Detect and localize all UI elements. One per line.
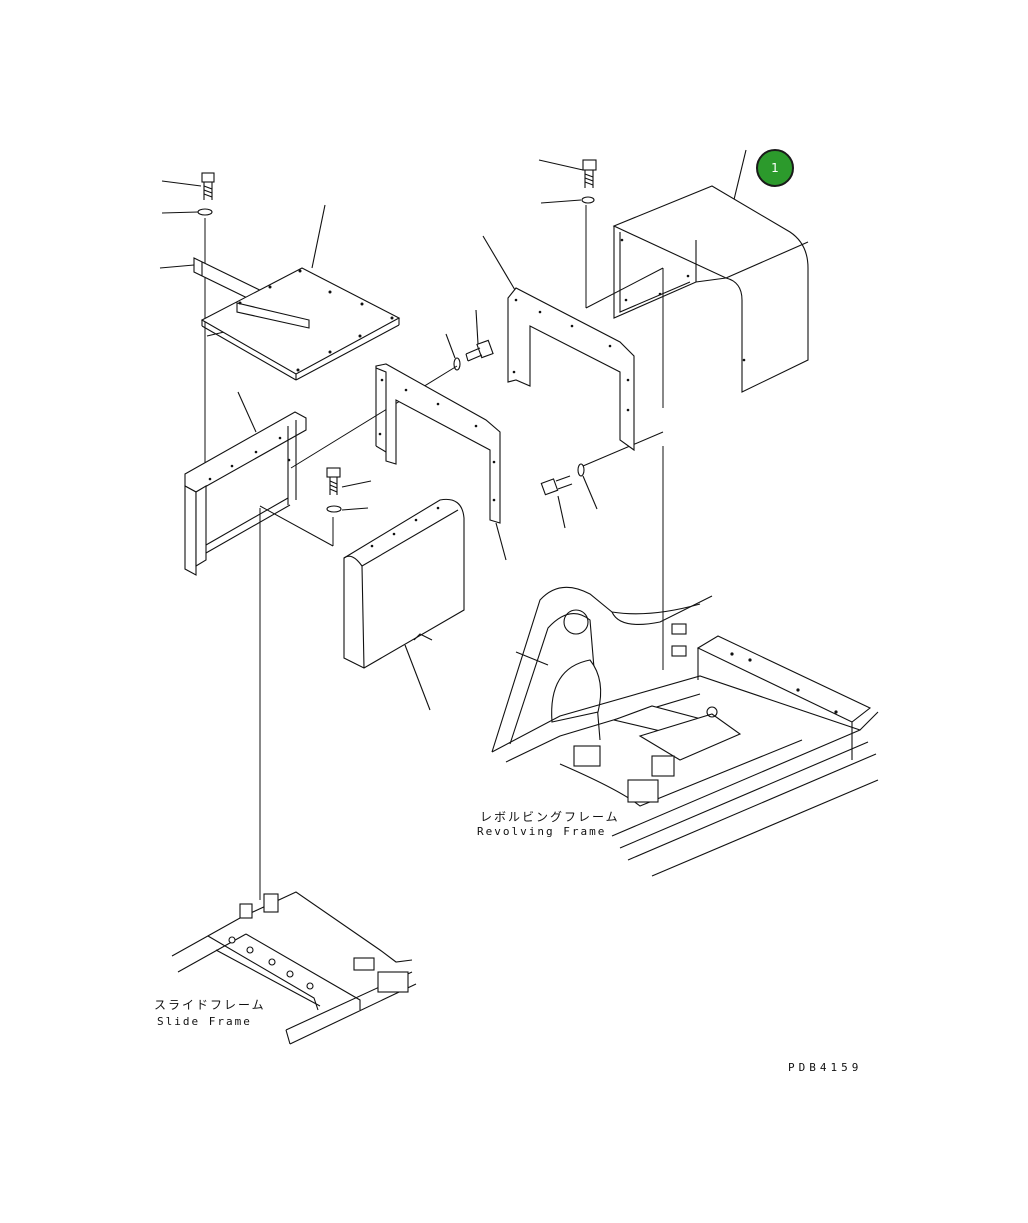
washer-top-left [197, 208, 213, 216]
bolt-middle [465, 339, 494, 362]
washer-top-right [581, 196, 595, 204]
drawing-number: PDB4159 [788, 1061, 863, 1074]
alignment-lines [204, 205, 664, 900]
revolving-frame-drawing [491, 586, 879, 877]
revolving-frame-label-en: Revolving Frame [477, 825, 607, 838]
callout-1-number: 1 [771, 161, 779, 175]
flat-cover-plate [200, 267, 401, 381]
bolt-small-middle [326, 467, 341, 495]
left-bracket-cover [184, 411, 307, 576]
revolving-frame-label-jp: レボルビングフレーム [480, 810, 620, 824]
slide-frame-label-en: Slide Frame [157, 1015, 252, 1028]
washer-middle [453, 357, 461, 371]
slide-frame-drawing [171, 891, 417, 1045]
slide-frame-label-jp: スライドフレーム [154, 998, 266, 1012]
lower-box-cover [343, 498, 465, 669]
washer-right-lower [577, 463, 585, 477]
bolt-right-lower [540, 475, 573, 496]
bolt-top-left [201, 172, 215, 200]
washer-small-middle [326, 505, 342, 513]
bolt-top-right [582, 159, 597, 188]
center-u-panel [375, 363, 501, 524]
right-u-panel [507, 287, 635, 452]
callout-1-badge[interactable]: 1 [756, 149, 794, 187]
main-top-cover [612, 185, 809, 393]
